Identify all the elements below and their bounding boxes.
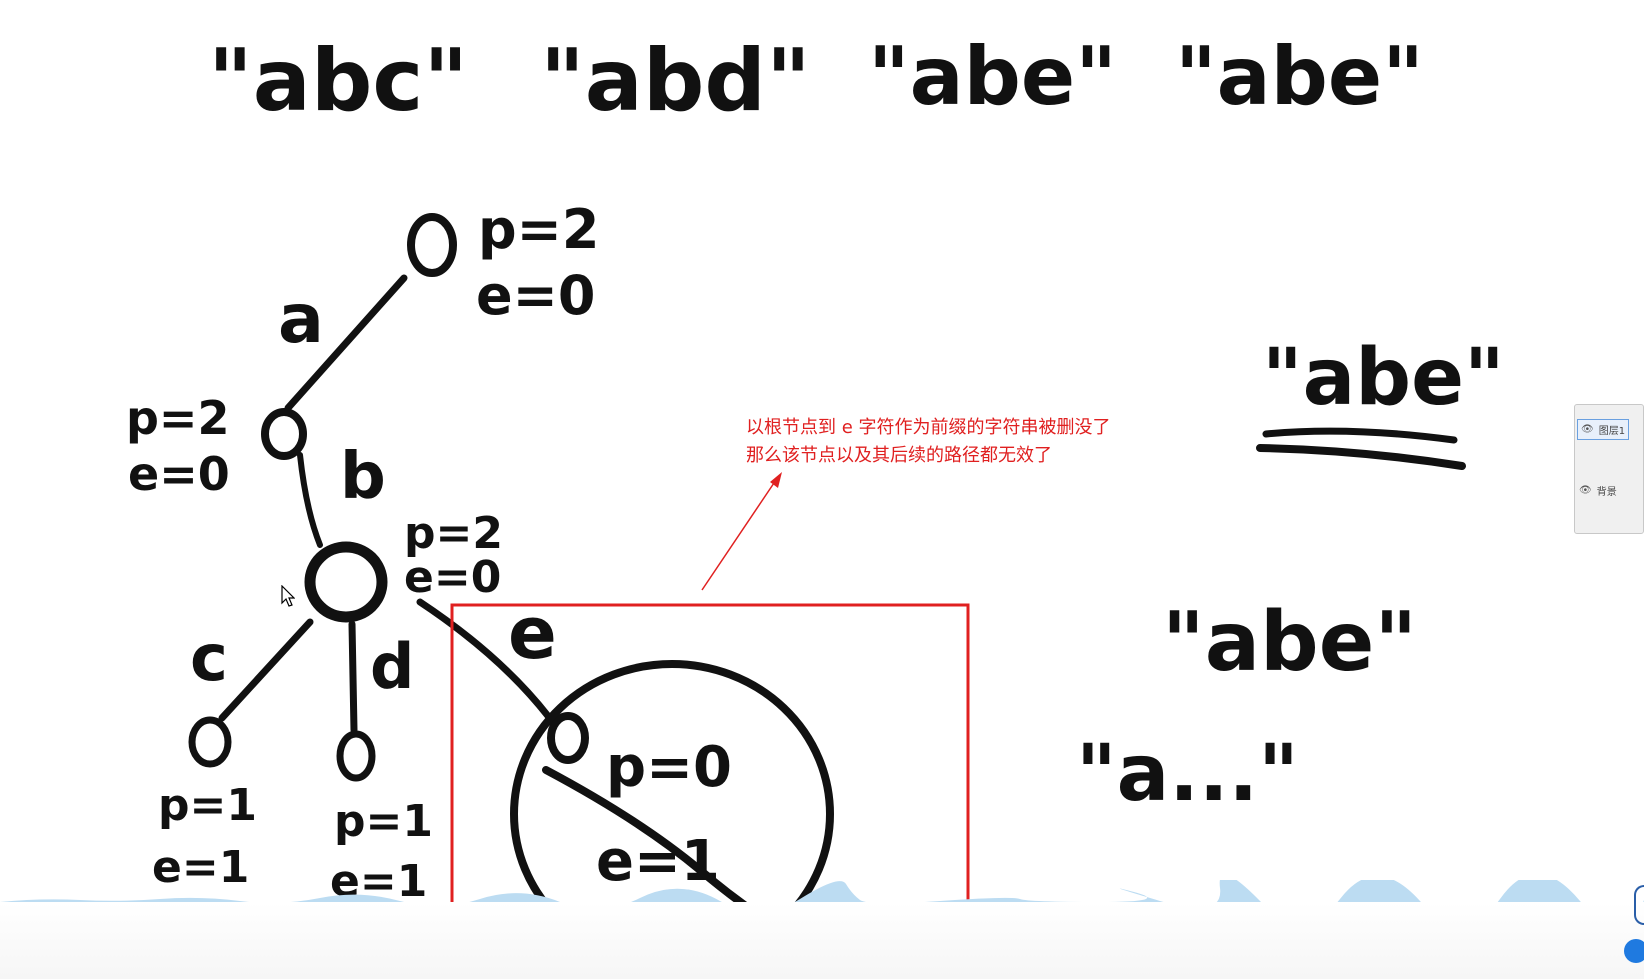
right-word-second: "abe" <box>1162 595 1417 690</box>
right-word-deleted: "abe" <box>1262 333 1505 423</box>
node-values: p=2 e=0 p=2 e=0 p=2 e=0 p=1 e=1 p=1 e=1 … <box>126 198 732 907</box>
annotation-arrow-line <box>701 479 777 591</box>
leaf-d-p: p=1 <box>334 796 433 847</box>
leaf-c-e: e=1 <box>152 842 249 893</box>
bottom-bar <box>0 902 1644 979</box>
node-a-e: e=0 <box>128 447 230 501</box>
eye-icon[interactable]: 👁 <box>1579 485 1592 496</box>
tree-nodes <box>188 213 589 782</box>
edge-labels: a b c d e <box>190 280 557 703</box>
layer-background-label: 背景 <box>1596 487 1617 498</box>
edge-line-c <box>218 618 314 722</box>
layer-1-label: 图层1 <box>1598 426 1626 437</box>
title-word-abe-1: "abe" <box>868 30 1117 123</box>
layers-panel[interactable]: 👁 图层1 👁 背景 <box>1574 404 1644 534</box>
title-word-abd: "abd" <box>540 31 811 131</box>
annotation-text: 以根节点到 e 字符作为前缀的字符串被删没了 那么该节点以及其后续的路径都无效了 <box>746 414 1111 470</box>
root-node <box>407 213 457 277</box>
annotation-arrow-head <box>770 472 782 488</box>
node-a-p: p=2 <box>126 391 229 445</box>
eye-icon[interactable]: 👁 <box>1581 424 1594 435</box>
edge-label-d: d <box>370 630 414 703</box>
leaf-d-node <box>336 730 376 782</box>
right-word-third: "a..." <box>1076 729 1299 819</box>
root-p: p=2 <box>478 198 599 261</box>
tree-edges <box>218 274 552 734</box>
edge-line-a <box>284 274 408 412</box>
title-word-abc: "abc" <box>208 31 468 131</box>
edge-control-ring[interactable] <box>1634 885 1644 925</box>
leaf-e-p: p=0 <box>606 735 732 800</box>
leaf-e-node <box>547 712 589 764</box>
root-e: e=0 <box>476 264 595 327</box>
leaf-c-p: p=1 <box>158 780 257 831</box>
edge-line-d <box>348 620 358 734</box>
right-words: "abe" "abe" "a..." <box>1076 333 1505 819</box>
edge-line-e <box>416 598 552 720</box>
title-word-abe-2: "abe" <box>1175 30 1424 123</box>
title-words: "abc" "abd" "abe" "abe" <box>208 30 1424 131</box>
layer-row-1[interactable]: 👁 图层1 <box>1577 419 1630 440</box>
node-b-p: p=2 <box>404 508 503 559</box>
deleted-underline-1 <box>1262 427 1458 444</box>
edge-label-c: c <box>190 622 228 696</box>
node-b <box>304 541 388 623</box>
annotation-line-1: 以根节点到 e 字符作为前缀的字符串被删没了 <box>746 417 1111 438</box>
leaf-c-node <box>188 716 232 768</box>
layer-row-background[interactable]: 👁 背景 <box>1579 483 1617 498</box>
node-a <box>261 408 307 460</box>
floating-action-dot[interactable] <box>1624 939 1644 963</box>
edge-label-a: a <box>278 280 324 359</box>
edge-line-b <box>297 452 323 548</box>
annotation-line-2: 那么该节点以及其后续的路径都无效了 <box>746 445 1052 466</box>
mouse-cursor-icon <box>281 585 295 607</box>
edge-label-b: b <box>340 440 386 514</box>
node-b-e: e=0 <box>404 552 501 603</box>
deleted-underline-2 <box>1256 444 1466 470</box>
